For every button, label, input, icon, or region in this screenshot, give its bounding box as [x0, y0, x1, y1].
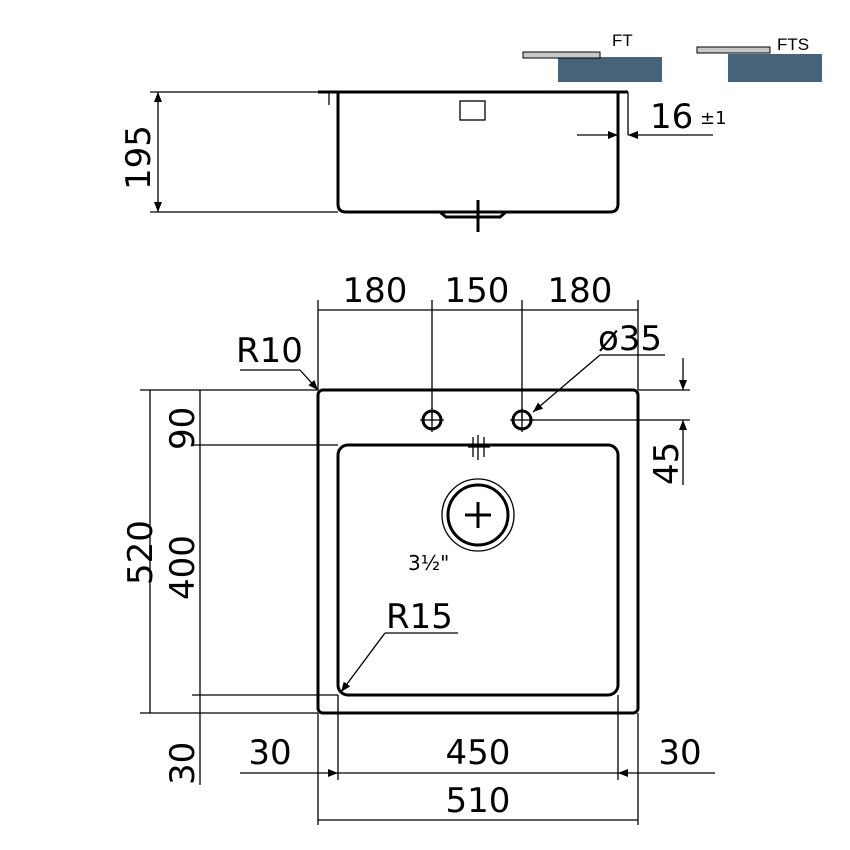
inner-radius: R15 [386, 597, 453, 637]
rim-tolerance: ±1 [700, 108, 727, 129]
dim-left-top: 90 [163, 407, 203, 450]
dim-right: 45 [647, 442, 687, 485]
centre-mark-icon [468, 435, 490, 460]
tap-hole-icon [420, 408, 534, 432]
dim-left-bottom: 30 [163, 742, 203, 785]
ft-label: FT [612, 31, 633, 50]
dim-bottom-bowl: 450 [446, 733, 511, 773]
tap-hole-dim: ø35 [598, 319, 662, 359]
dim-top-middle: 150 [445, 271, 510, 311]
fts-label: FTS [777, 35, 809, 54]
drain-size: 3½" [408, 551, 449, 575]
dim-left-bowl: 400 [163, 535, 203, 600]
dim-bottom-right: 30 [658, 733, 701, 773]
drain-icon [441, 478, 515, 552]
dim-bottom-total: 510 [446, 781, 511, 821]
plan-view: 3½" 180 150 180 ø35 R10 R15 520 90 400 3… [121, 271, 715, 825]
dim-left-total: 520 [121, 520, 161, 585]
depth-dim: 195 [119, 125, 159, 190]
rim-dim: 16 [650, 97, 693, 137]
install-ft-icon: FT [522, 31, 662, 82]
dim-top-right: 180 [548, 271, 613, 311]
side-view: 195 16 ±1 [119, 90, 727, 232]
dim-bottom-left: 30 [248, 733, 291, 773]
dim-top-left: 180 [343, 271, 408, 311]
outer-radius: R10 [236, 331, 303, 371]
install-fts-icon: FTS [696, 35, 822, 82]
